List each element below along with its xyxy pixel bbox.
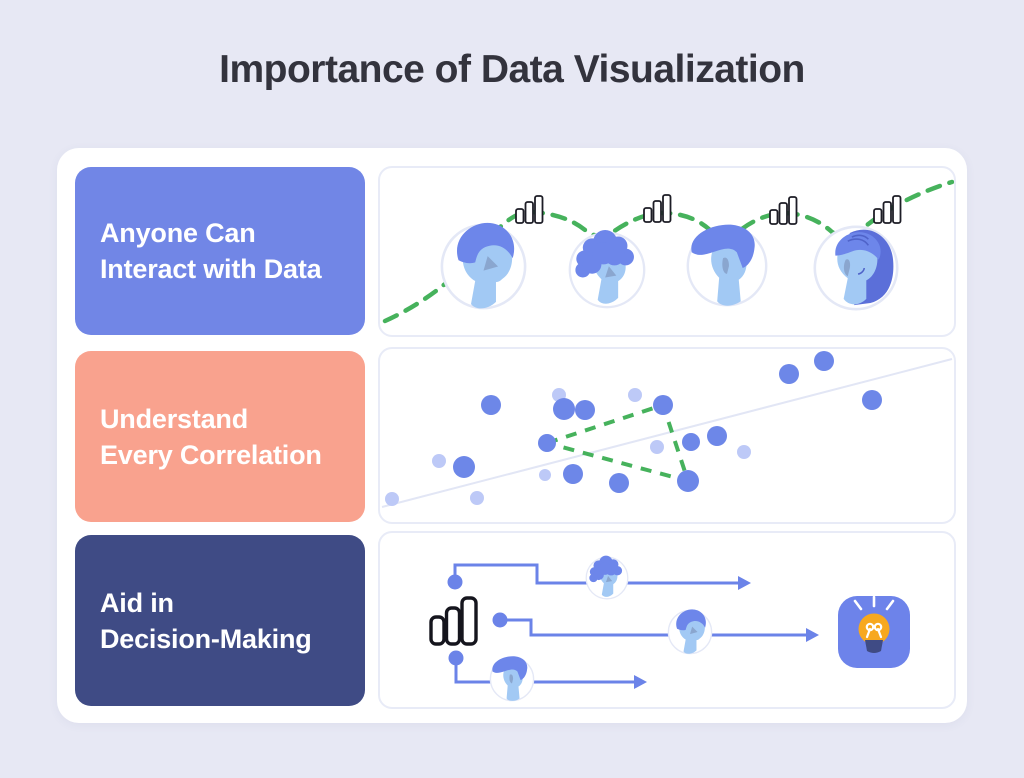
label-line: Understand <box>100 403 249 434</box>
flow-arrow-icon <box>634 675 647 689</box>
scatter-dot <box>677 470 699 492</box>
label-line: Decision-Making <box>100 623 312 654</box>
scatter-dot <box>385 492 399 506</box>
user-avatar-icon <box>667 608 713 655</box>
scatter-dot <box>539 469 551 481</box>
scatter-dot <box>609 473 629 493</box>
scatter-dot <box>737 445 751 459</box>
user-avatar-icon <box>585 554 629 600</box>
illustration-card-correlation <box>378 347 956 524</box>
bar-chart-icon <box>643 194 672 223</box>
scatter-dot <box>470 491 484 505</box>
bar-chart-icon <box>873 195 902 224</box>
scatter-dot <box>481 395 501 415</box>
scatter-dot <box>563 464 583 484</box>
user-avatar-icon <box>686 223 768 307</box>
label-line: Every Correlation <box>100 439 322 470</box>
bar-chart-icon <box>429 596 478 646</box>
label-line: Aid in <box>100 587 174 618</box>
scatter-dot <box>628 388 642 402</box>
scatter-dot <box>432 454 446 468</box>
label-line: Interact with Data <box>100 254 322 284</box>
user-avatar-icon <box>813 225 899 311</box>
flow-arrow-icon <box>806 628 819 642</box>
scatter-dot <box>779 364 799 384</box>
bar-chart-icon <box>769 196 798 225</box>
scatter-dot <box>538 434 556 452</box>
illustration-card-interact <box>378 166 956 337</box>
user-avatar-icon <box>440 221 527 310</box>
flow-start-dot <box>447 574 463 590</box>
scatter-dot <box>682 433 700 451</box>
page-title: Importance of Data Visualization <box>219 48 805 91</box>
label-box-understand-correlation: Understand Every Correlation <box>75 351 365 522</box>
illustration-card-decision <box>378 531 956 709</box>
scatter-plot-illustration <box>381 351 953 508</box>
scatter-dot <box>862 390 882 410</box>
flow-start-dot <box>492 612 508 628</box>
label-box-aid-decision: Aid in Decision-Making <box>75 535 365 706</box>
regression-line <box>381 358 953 508</box>
people-trend-illustration <box>382 179 954 324</box>
label-box-anyone-can-interact: Anyone Can Interact with Data <box>75 167 365 335</box>
scatter-dot <box>814 351 834 371</box>
scatter-dot <box>575 400 595 420</box>
flow-start-dot <box>448 650 464 666</box>
label-line: Anyone Can <box>100 218 256 248</box>
scatter-dot <box>707 426 727 446</box>
scatter-dot <box>453 456 475 478</box>
decision-flow-illustration <box>429 554 910 702</box>
correlation-triangle <box>545 403 690 483</box>
flow-arrow-icon <box>738 576 751 590</box>
flow-line-bottom <box>454 658 636 684</box>
content-panel: Anyone Can Interact with Data Understand… <box>57 148 967 723</box>
scatter-dots <box>385 351 882 506</box>
flow-line-middle <box>500 618 808 637</box>
scatter-dot <box>553 398 575 420</box>
user-avatar-icon <box>568 228 646 309</box>
user-avatar-icon <box>489 655 535 702</box>
bar-chart-icon <box>515 195 544 224</box>
scatter-dot <box>650 440 664 454</box>
lightbulb-icon <box>838 595 910 668</box>
scatter-dot <box>653 395 673 415</box>
